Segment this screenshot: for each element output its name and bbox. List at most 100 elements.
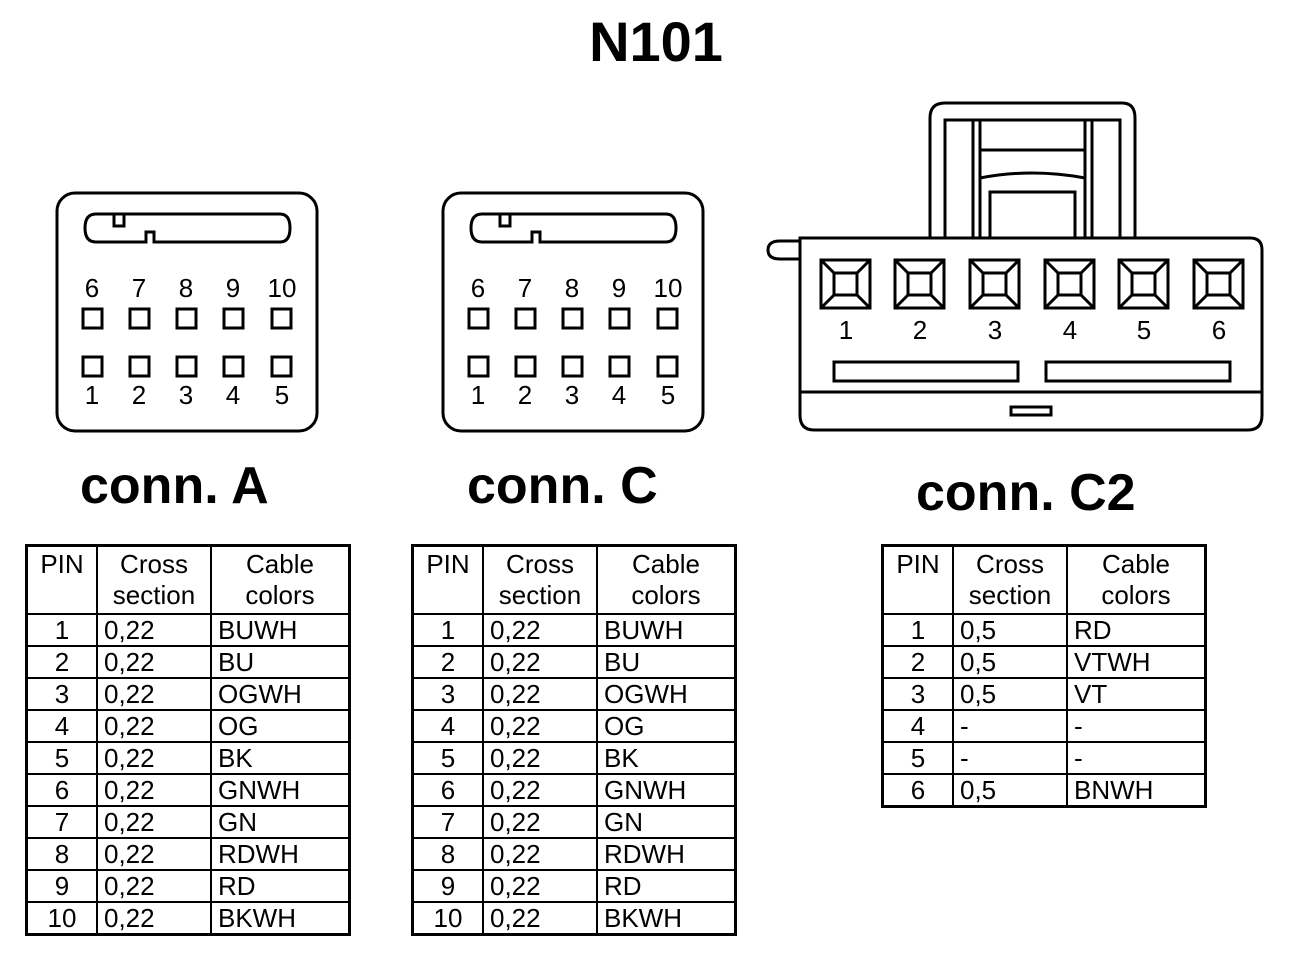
cross-section-cell: 0,22 [96,773,212,807]
cable-color-cell: BUWH [596,613,737,647]
cross-section-cell: 0,22 [482,677,598,711]
pin-cell: 9 [411,869,484,903]
cable-color-cell: GNWH [210,773,351,807]
pin-cell: 10 [25,901,98,936]
cross-section-cell: 0,22 [96,837,212,871]
connector-c2-pin-label: 3 [988,315,1002,345]
connector-c-pin-label: 6 [471,273,485,303]
connector-a-key-notch [112,214,126,228]
cross-section-cell: 0,22 [96,613,212,647]
connector-a-pin-label: 9 [226,273,240,303]
connector-a-pin-label: 7 [132,273,146,303]
connector-c2-pin-label: 1 [839,315,853,345]
pin-cell: 7 [25,805,98,839]
connector-c-housing [441,191,705,433]
connector-c2-slot-left [832,360,1020,383]
cable-color-cell: BUWH [210,613,351,647]
cable-color-cell: BKWH [210,901,351,936]
cable-color-cell: - [1066,741,1207,775]
connector-c-pin-label: 9 [612,273,626,303]
cable-color-cell: GN [596,805,737,839]
connector-a-pin-label: 3 [179,380,193,410]
cross-section-cell: 0,22 [482,741,598,775]
connector-a-label: conn. A [80,457,269,515]
connector-c2-latch-rails [971,120,1094,238]
cable-color-cell: VT [1066,677,1207,711]
pin-cell: 6 [25,773,98,807]
connector-a-key [83,212,292,244]
connector-a-pin-label: 5 [275,380,289,410]
cross-section-cell: 0,22 [482,837,598,871]
cable-color-cell: RDWH [210,837,351,871]
cross-section-cell: - [952,741,1068,775]
connector-c2-pin-label: 4 [1063,315,1077,345]
cable-color-cell: OG [596,709,737,743]
cable-color-cell: BK [596,741,737,775]
connector-c2-latch-bar [979,148,1086,180]
cross-section-cell: 0,22 [482,869,598,903]
pin-cell: 4 [25,709,98,743]
header-pin: PIN [411,544,484,615]
connector-c-pin-label: 3 [565,380,579,410]
connector-c-key-notch [498,214,512,228]
connector-c2-slot-right [1044,360,1232,383]
cable-color-cell: GN [210,805,351,839]
table-header-row: PIN Cross section Cable colors [881,544,1207,615]
connector-c2-side-tab [766,239,800,261]
cable-color-cell: BKWH [596,901,737,936]
connector-c2-base-slot [1009,405,1053,417]
header-cross-section: Cross section [952,544,1068,615]
pin-cell: 10 [411,901,484,936]
connector-c-pin-label: 5 [661,380,675,410]
connector-c2-latch-tab [988,190,1077,238]
header-cable-colors: Cable colors [1066,544,1207,615]
pin-cell: 8 [25,837,98,871]
pin-cell: 5 [411,741,484,775]
pin-cell: 6 [881,773,954,808]
table-row: 5-- [881,741,1207,775]
connector-c-pin-label: 4 [612,380,626,410]
connector-c-pin-label: 1 [471,380,485,410]
connector-c2-label: conn. C2 [916,464,1136,522]
cable-color-cell: GNWH [596,773,737,807]
cable-color-cell: RD [1066,613,1207,647]
connector-c2-pin-cells [819,258,1245,310]
pin-cell: 7 [411,805,484,839]
cross-section-cell: 0,22 [482,645,598,679]
page-title: N101 [589,10,723,73]
cross-section-cell: 0,22 [96,709,212,743]
pin-cell: 1 [881,613,954,647]
connector-c-pin-label: 2 [518,380,532,410]
cross-section-cell: 0,22 [96,901,212,936]
cable-color-cell: OGWH [210,677,351,711]
pin-cell: 2 [881,645,954,679]
connector-a-pin-label: 6 [85,273,99,303]
cable-color-cell: BU [596,645,737,679]
table-header-row: PIN Cross section Cable colors [25,544,351,615]
cable-color-cell: BK [210,741,351,775]
cable-color-cell: RDWH [596,837,737,871]
pin-cell: 3 [411,677,484,711]
pin-cell: 3 [881,677,954,711]
cable-color-cell: OG [210,709,351,743]
